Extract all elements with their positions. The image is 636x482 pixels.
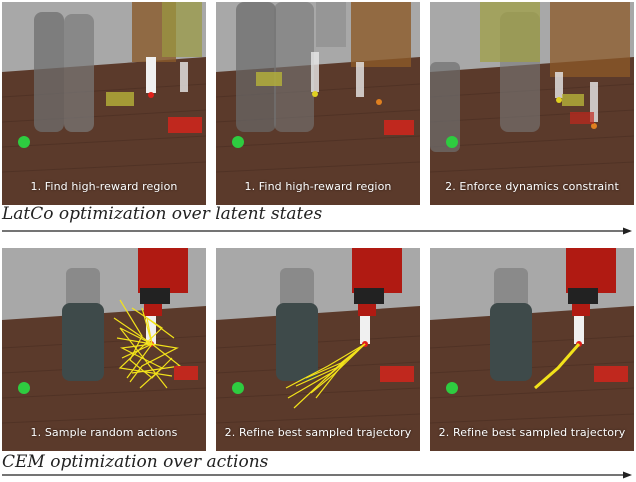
cem-scene-3 <box>430 248 634 451</box>
latco-panel-3: 2. Enforce dynamics constraint <box>430 2 634 205</box>
cem-row-title: CEM optimization over actions <box>2 452 269 472</box>
latco-scene-3 <box>430 2 634 205</box>
latco-scene-1 <box>2 2 206 205</box>
panel-caption: 1. Find high-reward region <box>30 180 178 193</box>
cem-scene-1 <box>2 248 206 451</box>
cem-panel-3: 2. Refine best sampled trajectory <box>430 248 634 451</box>
latco-scene-2 <box>216 2 420 205</box>
cem-arrow <box>2 471 632 479</box>
latco-panel-2: 1. Find high-reward region <box>216 2 420 205</box>
panel-caption: 2. Refine best sampled trajectory <box>438 426 626 439</box>
panel-caption: 1. Sample random actions <box>30 426 178 439</box>
panel-caption: 2. Enforce dynamics constraint <box>445 180 619 193</box>
panel-caption: 1. Find high-reward region <box>244 180 392 193</box>
cem-panel-2: 2. Refine best sampled trajectory <box>216 248 420 451</box>
panel-caption: 2. Refine best sampled trajectory <box>224 426 412 439</box>
latco-arrow <box>2 227 632 235</box>
latco-panel-1: 1. Find high-reward region <box>2 2 206 205</box>
cem-panel-1: 1. Sample random actions <box>2 248 206 451</box>
latco-row-title: LatCo optimization over latent states <box>2 204 323 224</box>
cem-scene-2 <box>216 248 420 451</box>
